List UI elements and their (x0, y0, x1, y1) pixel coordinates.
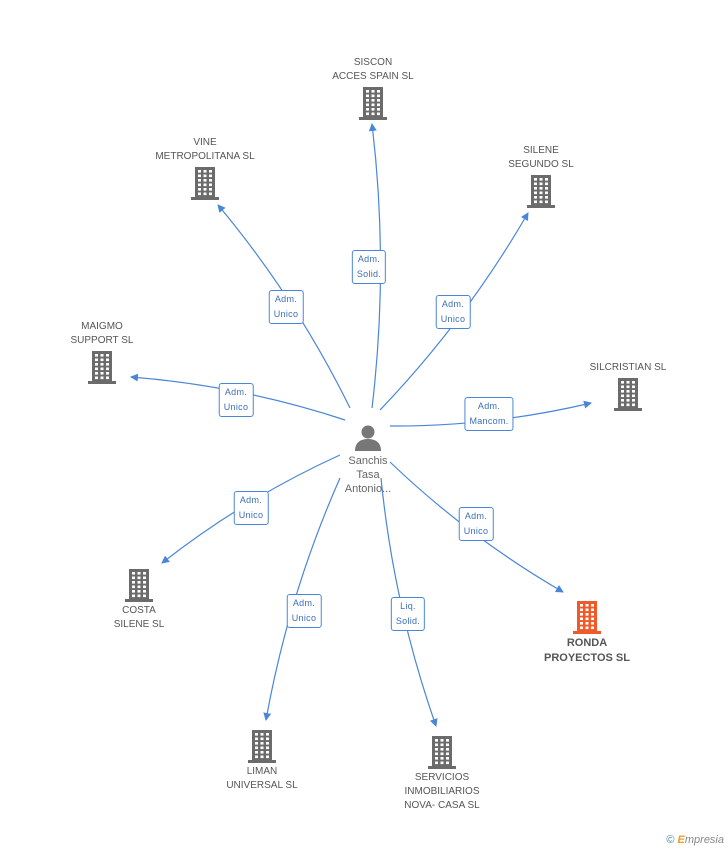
company-node-maigmo[interactable]: MAIGMO SUPPORT SL (27, 320, 177, 386)
role-label-vine[interactable]: Adm. Unico (268, 290, 304, 324)
company-name: SISCON ACCES SPAIN SL (332, 57, 414, 82)
building-icon (614, 378, 642, 411)
building-icon (191, 167, 219, 200)
role-label-liman[interactable]: Adm. Unico (286, 594, 322, 628)
company-node-liman[interactable]: LIMAN UNIVERSAL SL (187, 727, 337, 793)
building-icon (573, 601, 601, 634)
company-node-vine[interactable]: VINE METROPOLITANA SL (130, 136, 280, 202)
brand-name: mpresia (684, 834, 724, 846)
role-label-ronda[interactable]: Adm. Unico (458, 507, 494, 541)
building-icon (248, 730, 276, 763)
footer-brand: © Empresia (666, 834, 724, 846)
person-icon (355, 425, 381, 451)
role-label-maigmo[interactable]: Adm. Unico (218, 383, 254, 417)
role-label-silcristian[interactable]: Adm. Mancom. (464, 397, 514, 431)
company-node-silcristian[interactable]: SILCRISTIAN SL (553, 361, 703, 413)
person-node[interactable]: Sanchis Tasa Antonio... (318, 422, 418, 496)
building-icon (428, 736, 456, 769)
company-name: SILENE SEGUNDO SL (508, 145, 574, 170)
company-node-silene-segundo[interactable]: SILENE SEGUNDO SL (466, 144, 616, 210)
role-label-servicios[interactable]: Liq. Solid. (390, 597, 426, 631)
company-node-servicios[interactable]: SERVICIOS INMOBILIARIOS NOVA- CASA SL (367, 733, 517, 813)
building-icon (88, 351, 116, 384)
role-label-costa-silene[interactable]: Adm. Unico (233, 491, 269, 525)
company-name: VINE METROPOLITANA SL (155, 137, 255, 162)
company-name: COSTA SILENE SL (113, 605, 165, 630)
company-node-ronda[interactable]: RONDA PROYECTOS SL (512, 598, 662, 666)
building-icon (527, 175, 555, 208)
company-name: RONDA PROYECTOS SL (544, 637, 630, 664)
role-label-siscon[interactable]: Adm. Solid. (351, 250, 387, 284)
building-icon (125, 569, 153, 602)
company-node-costa-silene[interactable]: COSTA SILENE SL (64, 566, 214, 632)
company-name: SILCRISTIAN SL (589, 362, 667, 373)
copyright-symbol: © (666, 834, 675, 846)
company-node-siscon[interactable]: SISCON ACCES SPAIN SL (298, 56, 448, 122)
building-icon (359, 87, 387, 120)
brand-initial: E (677, 834, 685, 846)
role-label-silene-segundo[interactable]: Adm. Unico (435, 295, 471, 329)
person-name: Sanchis Tasa Antonio... (344, 455, 392, 495)
company-name: MAIGMO SUPPORT SL (70, 321, 134, 346)
company-name: SERVICIOS INMOBILIARIOS NOVA- CASA SL (404, 772, 480, 811)
company-name: LIMAN UNIVERSAL SL (226, 766, 298, 791)
